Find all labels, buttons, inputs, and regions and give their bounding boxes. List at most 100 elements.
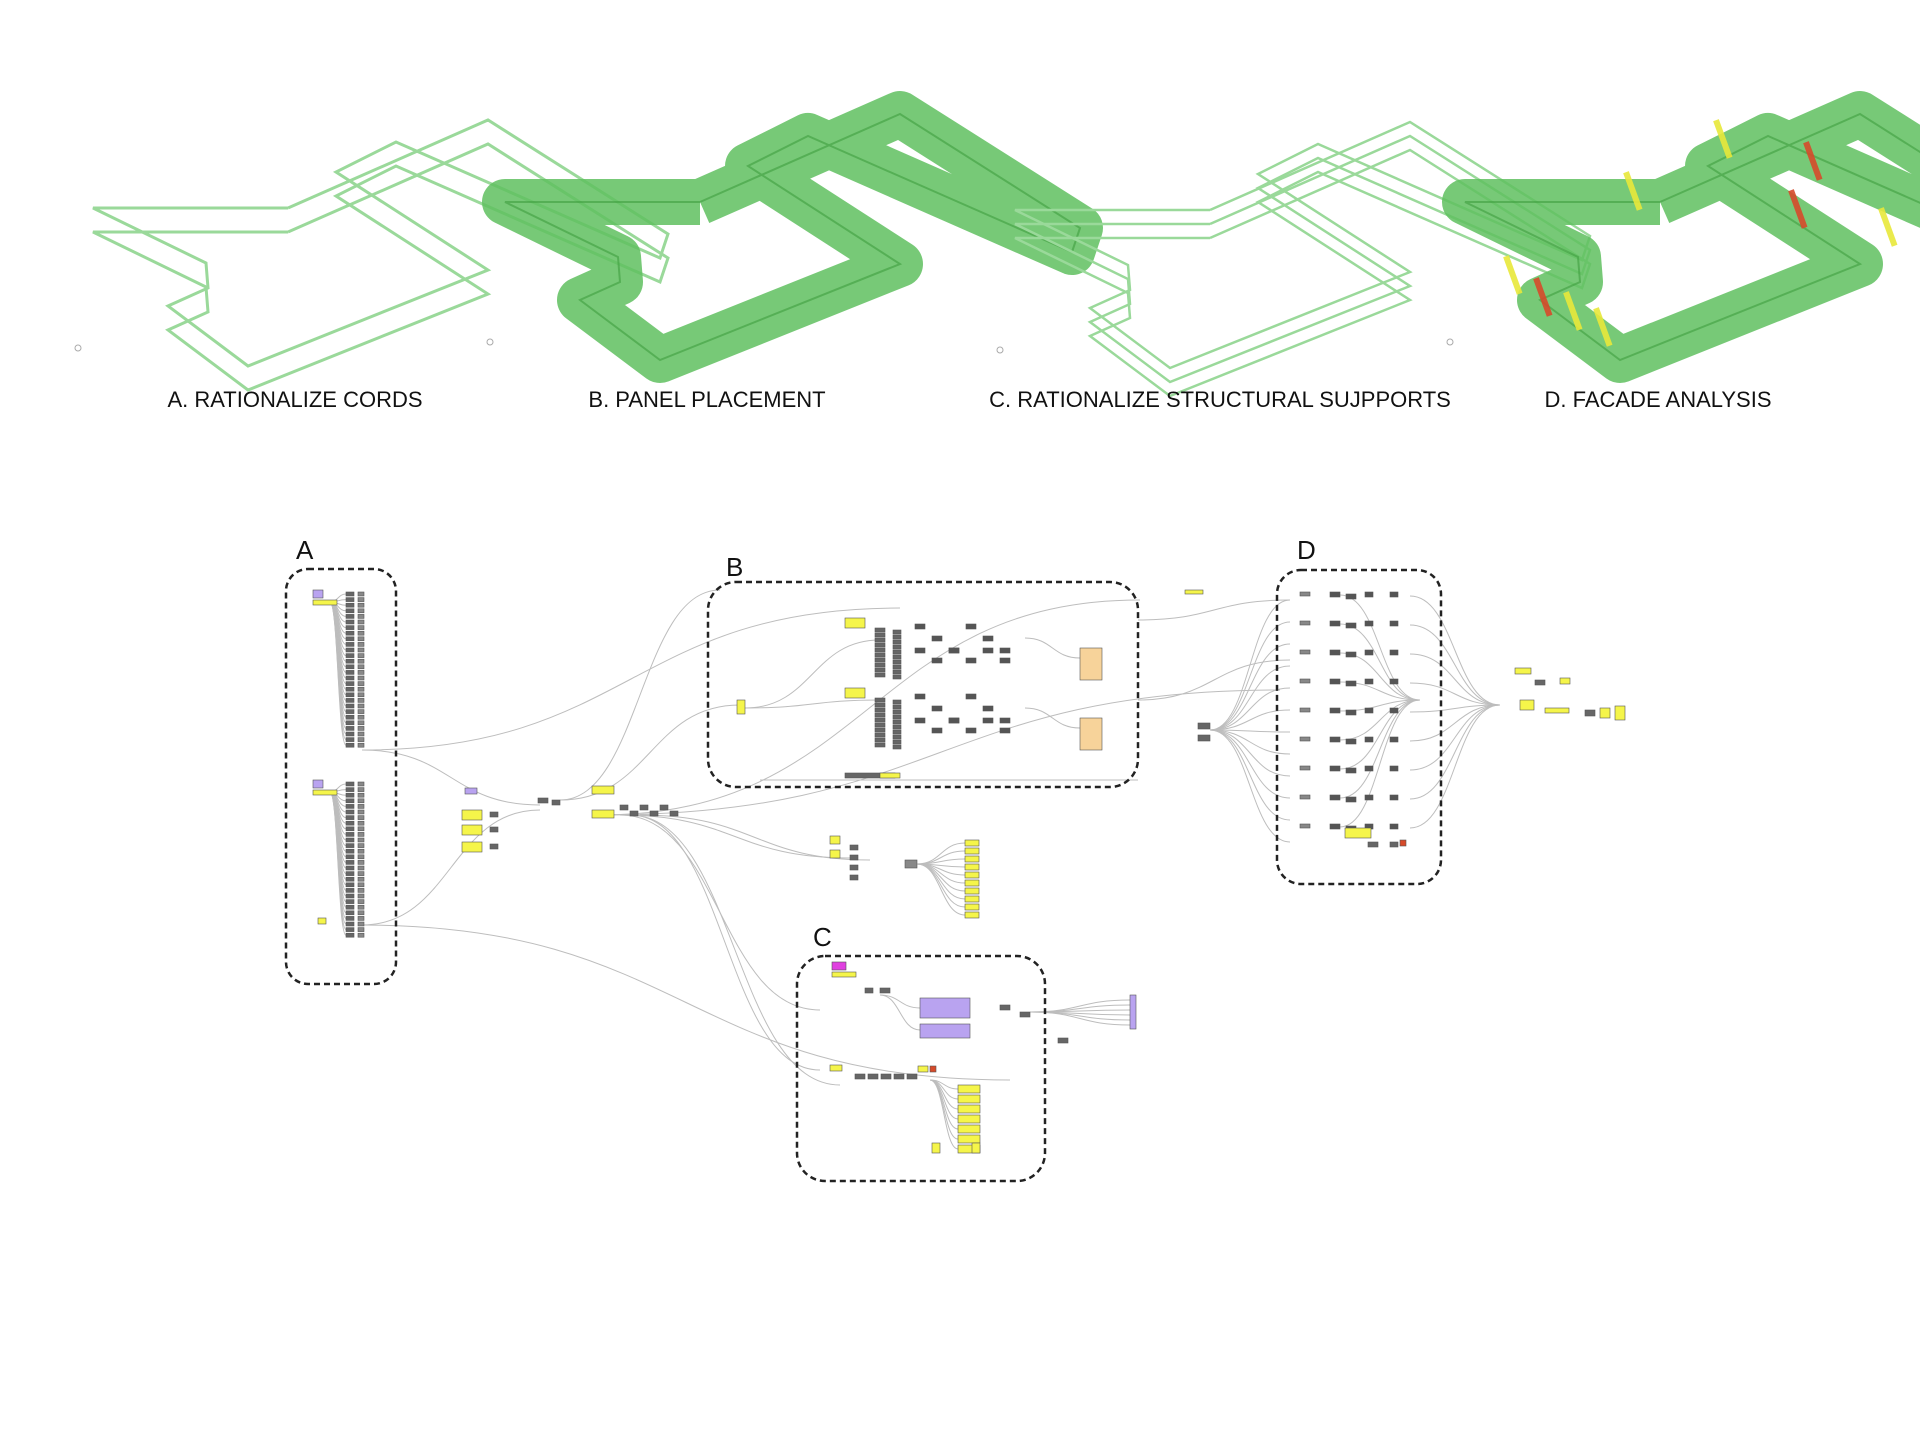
graph-node[interactable]	[357, 910, 365, 916]
graph-node[interactable]	[1299, 765, 1311, 771]
graph-node[interactable]	[345, 642, 355, 647]
graph-node[interactable]	[357, 809, 365, 815]
graph-node[interactable]	[1364, 678, 1374, 685]
graph-node[interactable]	[312, 589, 324, 599]
graph-node[interactable]	[931, 635, 943, 642]
graph-node[interactable]	[345, 675, 355, 681]
graph-node[interactable]	[357, 731, 365, 737]
graph-node[interactable]	[892, 729, 902, 735]
graph-node[interactable]	[345, 871, 355, 876]
graph-node[interactable]	[357, 692, 365, 698]
graph-node[interactable]	[892, 669, 902, 675]
graph-node[interactable]	[965, 693, 977, 700]
graph-node[interactable]	[1364, 765, 1374, 772]
graph-node[interactable]	[357, 709, 365, 714]
graph-node[interactable]	[357, 871, 365, 876]
graph-node[interactable]	[357, 921, 365, 927]
graph-node[interactable]	[345, 636, 355, 642]
graph-node[interactable]	[999, 727, 1011, 734]
graph-node[interactable]	[892, 744, 902, 750]
graph-node[interactable]	[1389, 736, 1399, 743]
graph-node[interactable]	[964, 871, 980, 879]
graph-node[interactable]	[1329, 794, 1341, 801]
graph-node[interactable]	[1389, 678, 1399, 685]
graph-node[interactable]	[357, 726, 365, 731]
graph-node[interactable]	[345, 726, 355, 731]
graph-node[interactable]	[357, 932, 365, 938]
graph-node[interactable]	[1329, 736, 1341, 743]
graph-node[interactable]	[874, 727, 886, 733]
graph-node[interactable]	[1345, 593, 1357, 600]
graph-node[interactable]	[357, 787, 365, 792]
graph-node[interactable]	[357, 681, 365, 686]
graph-node[interactable]	[357, 664, 365, 670]
graph-node[interactable]	[357, 714, 365, 720]
graph-node[interactable]	[844, 687, 866, 699]
graph-node[interactable]	[345, 820, 355, 826]
graph-node[interactable]	[982, 635, 994, 642]
graph-node[interactable]	[1129, 994, 1137, 1030]
graph-node[interactable]	[892, 644, 902, 650]
graph-node[interactable]	[345, 921, 355, 927]
graph-node[interactable]	[964, 863, 980, 871]
graph-node[interactable]	[357, 658, 365, 664]
graph-node[interactable]	[357, 837, 365, 843]
graph-node[interactable]	[345, 798, 355, 804]
graph-node[interactable]	[345, 860, 355, 865]
graph-node[interactable]	[345, 698, 355, 703]
graph-node[interactable]	[1344, 827, 1372, 839]
graph-node[interactable]	[357, 848, 365, 854]
graph-node[interactable]	[461, 841, 483, 853]
graph-node[interactable]	[357, 602, 365, 608]
graph-node[interactable]	[345, 647, 355, 653]
graph-node[interactable]	[345, 843, 355, 848]
graph-node[interactable]	[1614, 705, 1626, 721]
graph-node[interactable]	[964, 839, 980, 847]
graph-node[interactable]	[999, 647, 1011, 654]
graph-node[interactable]	[999, 1004, 1011, 1011]
graph-node[interactable]	[345, 932, 355, 938]
graph-node[interactable]	[357, 781, 365, 787]
graph-node[interactable]	[892, 739, 902, 745]
graph-node[interactable]	[914, 693, 926, 700]
graph-node[interactable]	[1197, 722, 1211, 730]
graph-node[interactable]	[1389, 841, 1399, 848]
graph-node[interactable]	[1057, 1037, 1069, 1044]
graph-node[interactable]	[892, 724, 902, 730]
graph-node[interactable]	[879, 772, 901, 779]
graph-node[interactable]	[892, 674, 902, 680]
graph-node[interactable]	[931, 1142, 941, 1154]
graph-node[interactable]	[1345, 709, 1357, 716]
graph-node[interactable]	[1329, 620, 1341, 627]
graph-node[interactable]	[904, 859, 918, 869]
graph-node[interactable]	[464, 787, 478, 795]
graph-node[interactable]	[357, 904, 365, 910]
graph-node[interactable]	[831, 961, 847, 971]
graph-node[interactable]	[345, 781, 355, 787]
graph-node[interactable]	[659, 804, 669, 811]
graph-node[interactable]	[461, 809, 483, 821]
graph-node[interactable]	[1389, 794, 1399, 801]
graph-node[interactable]	[461, 824, 483, 836]
graph-node[interactable]	[357, 832, 365, 837]
graph-node[interactable]	[489, 826, 499, 833]
graph-node[interactable]	[849, 844, 859, 851]
graph-node[interactable]	[948, 717, 960, 724]
graph-node[interactable]	[357, 888, 365, 893]
graph-node[interactable]	[874, 657, 886, 663]
graph-node[interactable]	[931, 727, 943, 734]
graph-node[interactable]	[1367, 841, 1379, 848]
graph-node[interactable]	[892, 664, 902, 670]
group-frame-a[interactable]	[284, 567, 398, 986]
graph-node[interactable]	[1364, 736, 1374, 743]
graph-node[interactable]	[345, 597, 355, 602]
graph-node[interactable]	[1534, 679, 1546, 686]
graph-node[interactable]	[345, 916, 355, 921]
graph-node[interactable]	[345, 658, 355, 664]
graph-node[interactable]	[357, 916, 365, 921]
group-frame-b[interactable]	[706, 580, 1140, 789]
graph-node[interactable]	[874, 652, 886, 658]
graph-node[interactable]	[1389, 823, 1399, 830]
graph-node[interactable]	[1399, 839, 1407, 847]
graph-node[interactable]	[1299, 620, 1311, 626]
